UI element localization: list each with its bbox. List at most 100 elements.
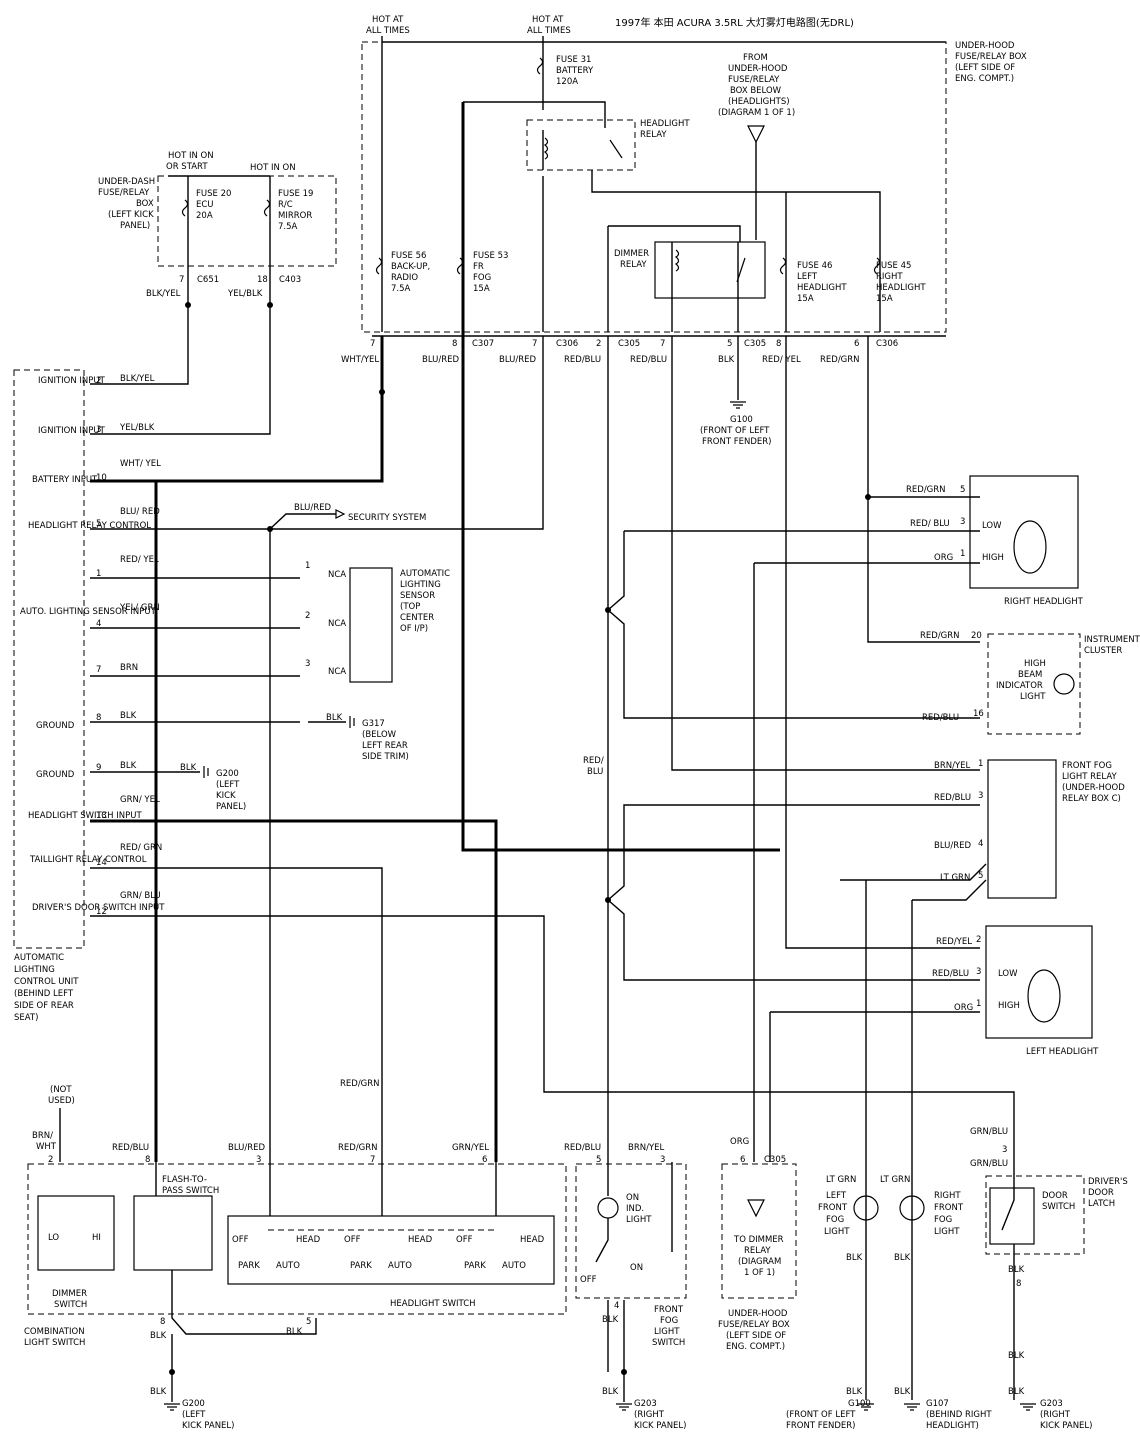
rh-p1: 5 [960, 485, 965, 495]
door-switch-wiring [1001, 1140, 1015, 1400]
combo-lo: LO [48, 1233, 59, 1243]
relay-contact [609, 139, 623, 159]
lh-w3: ORG [954, 1003, 973, 1013]
taillight-relay-wire [90, 867, 383, 1162]
svg-text:GRN/ YEL: GRN/ YEL [120, 795, 160, 805]
ud-splice-1 [185, 302, 191, 308]
top-wire-labels: WHT/YEL BLU/RED BLU/RED RED/BLU RED/BLU … [341, 355, 860, 365]
dl-p3: 3 [1002, 1145, 1007, 1155]
lf-blk-1: BLK [846, 1253, 863, 1263]
dl-blk-3: BLK [1008, 1387, 1025, 1397]
fs-p1: 5 [596, 1155, 601, 1165]
combo-inputs [155, 1162, 497, 1216]
combo-p-bl: 8 [160, 1317, 165, 1327]
lt-grn-wire [840, 863, 987, 881]
svg-text:BLU/RED: BLU/RED [499, 355, 537, 365]
svg-text:OFF: OFF [456, 1235, 473, 1245]
combo-switch-frame [27, 1163, 567, 1315]
dl-w2: GRN/BLU [970, 1159, 1008, 1169]
red-blu-mid-label: RED/BLU [583, 756, 604, 777]
rh-p3: 1 [960, 549, 965, 559]
svg-text:WHT/YEL: WHT/YEL [341, 355, 379, 365]
fuse45-symbol [873, 257, 881, 275]
splice-red-grn [865, 494, 871, 500]
lh-w2: RED/BLU [932, 969, 969, 979]
fr-p3: 4 [978, 839, 983, 849]
fog-switch-frame [575, 1163, 687, 1299]
left-fog-wire: LT GRN [826, 1175, 856, 1185]
lf-blk-2: BLK [846, 1387, 863, 1397]
dimmer-relay-wiring [607, 225, 741, 332]
to-dimmer-frame [721, 1163, 797, 1299]
combo-blk-3: BLK [150, 1387, 167, 1397]
g100-top-symbol [730, 401, 746, 409]
red-blu-branches [607, 531, 980, 981]
svg-text:BLU/RED: BLU/RED [422, 355, 460, 365]
top-connector-pins: 7 8 7 2 7 5 8 6 [370, 339, 859, 349]
lh-low: LOW [998, 969, 1018, 979]
dl-w1: GRN/BLU [970, 1127, 1008, 1137]
fog-relay-box [987, 759, 1057, 899]
combo-p-3: 3 [256, 1155, 261, 1165]
combo-w-blu-red: BLU/RED [228, 1143, 266, 1153]
conn-c306b: C306 [876, 339, 898, 349]
svg-text:7: 7 [370, 339, 375, 349]
svg-text:BLK: BLK [120, 761, 137, 771]
fuse20-symbol [181, 199, 189, 217]
under-dash-box-frame [157, 175, 337, 267]
nca-2: NCA [328, 619, 346, 629]
svg-text:5: 5 [727, 339, 732, 349]
svg-text:4: 4 [96, 619, 101, 629]
fuse31-symbol [536, 57, 544, 75]
dimmer-relay-box [654, 241, 766, 299]
g100-bottom-symbol [858, 1403, 874, 1411]
hot-in-on: HOT IN ON [250, 163, 296, 173]
brn-yel-wire [671, 336, 980, 771]
sensor-pin-2: 2 [305, 611, 310, 621]
svg-text:12: 12 [96, 907, 107, 917]
svg-text:1: 1 [96, 569, 101, 579]
td-triangle [747, 1199, 765, 1218]
blu-red-thick-trunk [461, 102, 780, 852]
td-conn: C305 [764, 1155, 786, 1165]
svg-text:RED/GRN: RED/GRN [820, 355, 860, 365]
lh-p1: 2 [976, 935, 981, 945]
red-grn-wire [867, 336, 980, 643]
svg-text:GRN/ BLU: GRN/ BLU [120, 891, 161, 901]
fs-blk-2: BLK [602, 1387, 619, 1397]
ic-p2: 16 [973, 709, 984, 719]
nca-1: NCA [328, 570, 346, 580]
sensor-pin-1: 1 [305, 561, 310, 571]
battery-input-wire [90, 336, 384, 483]
nca-3: NCA [328, 667, 346, 677]
g107-symbol [904, 1403, 920, 1411]
g203b-symbol [1020, 1403, 1036, 1411]
combo-p-7: 7 [370, 1155, 375, 1165]
door-latch-frame [985, 1175, 1085, 1255]
svg-text:2: 2 [596, 339, 601, 349]
left-fog-bulb [853, 1195, 879, 1221]
svg-text:OFF: OFF [232, 1235, 249, 1245]
fs-blk-1: BLK [602, 1315, 619, 1325]
control-unit-inputs: IGNITION INPUT IGNITION INPUT BATTERY IN… [20, 376, 165, 913]
org-high-wire [753, 562, 980, 1162]
security-arrow [335, 509, 346, 519]
